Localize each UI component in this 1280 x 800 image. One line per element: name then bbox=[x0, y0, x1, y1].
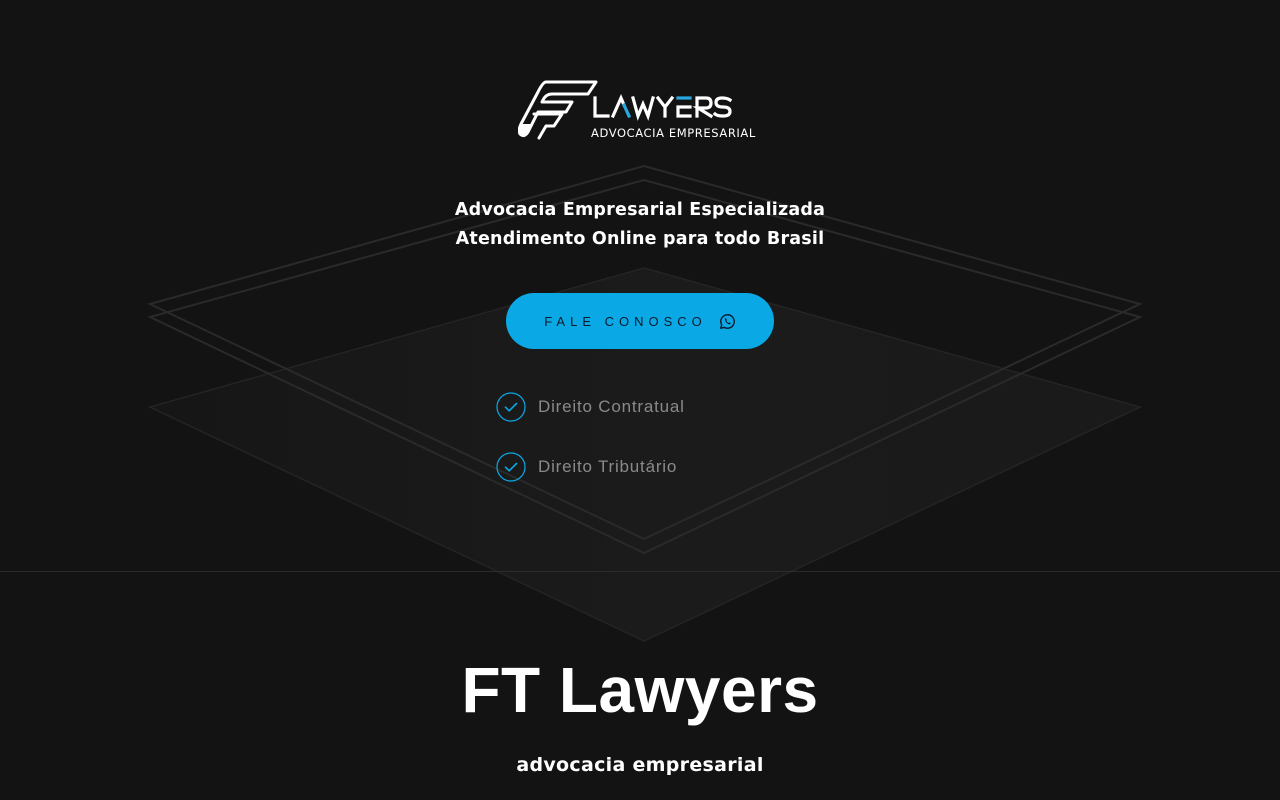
hero-tagline: Advocacia Empresarial Especializada Aten… bbox=[0, 196, 1280, 254]
section-divider bbox=[0, 571, 1280, 572]
tagline-line-2: Atendimento Online para todo Brasil bbox=[455, 229, 825, 249]
brand-subtitle: advocacia empresarial bbox=[516, 754, 764, 776]
contact-us-label: FALE CONOSCO bbox=[544, 313, 707, 329]
svg-text:ADVOCACIA EMPRESARIAL: ADVOCACIA EMPRESARIAL bbox=[591, 126, 756, 140]
feature-item: Direito Contratual bbox=[496, 392, 685, 422]
logo[interactable]: ADVOCACIA EMPRESARIAL bbox=[518, 78, 764, 142]
feature-label: Direito Tributário bbox=[538, 457, 678, 476]
check-circle-icon bbox=[496, 392, 526, 422]
brand-title: FT Lawyers bbox=[461, 654, 819, 726]
tagline-line-1: Advocacia Empresarial Especializada bbox=[454, 200, 826, 220]
ft-lawyers-logo-icon: ADVOCACIA EMPRESARIAL bbox=[518, 80, 756, 140]
feature-label: Direito Contratual bbox=[538, 397, 685, 416]
contact-us-button[interactable]: FALE CONOSCO bbox=[506, 293, 774, 349]
feature-list: Direito Contratual Direito Tributário bbox=[496, 392, 685, 512]
whatsapp-icon bbox=[719, 313, 735, 329]
feature-item: Direito Tributário bbox=[496, 452, 685, 482]
hero-section: ADVOCACIA EMPRESARIAL Advocacia Empresar… bbox=[0, 78, 1280, 512]
brand-section: FT Lawyers advocacia empresarial bbox=[0, 650, 1280, 776]
check-circle-icon bbox=[496, 452, 526, 482]
